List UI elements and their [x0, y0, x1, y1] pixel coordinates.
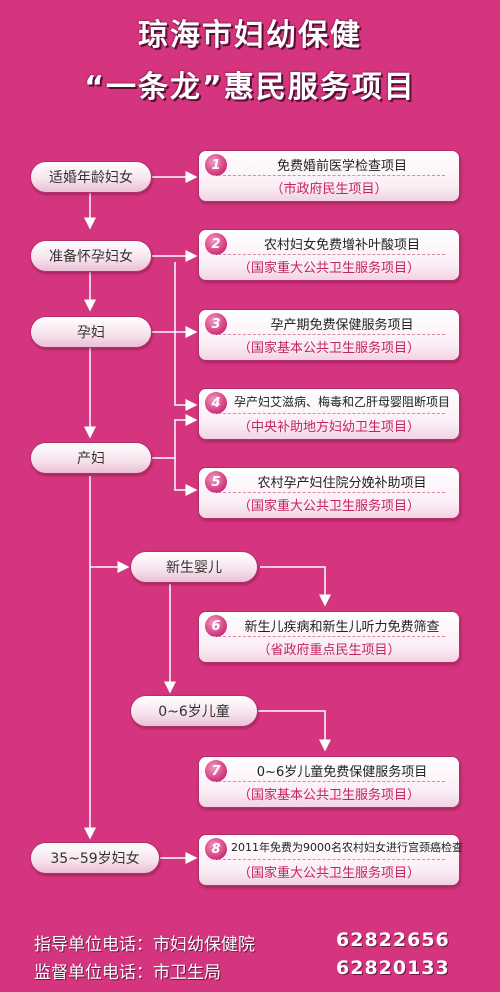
project-box-3: 3 孕产期免费保健服务项目 （国家基本公共卫生服务项目）	[198, 309, 460, 361]
project-box-6: 6 新生儿疾病和新生儿听力免费筛查 （省政府重点民生项目）	[198, 611, 460, 663]
group-women-35-59: 35~59岁妇女	[30, 842, 160, 874]
number-badge: 4	[205, 392, 227, 414]
guide-unit-phone: 62822656	[336, 929, 450, 951]
project-title: 孕产妇艾滋病、梅毒和乙肝母婴阻断项目	[233, 395, 450, 409]
group-pregnant-women: 孕妇	[30, 316, 152, 348]
group-newborn: 新生婴儿	[130, 551, 258, 583]
project-title: 2011年免费为9000名农村妇女进行宫颈癌检查	[231, 841, 463, 854]
number-badge: 3	[205, 313, 227, 335]
page-title-line2: “一条龙”惠民服务项目	[84, 70, 416, 105]
project-title: 免费婚前医学检查项目	[276, 159, 407, 174]
project-box-8: 8 2011年免费为9000名农村妇女进行宫颈癌检查 （国家重大公共卫生服务项目…	[198, 834, 463, 886]
project-title: 农村孕产妇住院分娩补助项目	[257, 476, 427, 491]
project-source: （国家基本公共卫生服务项目）	[199, 781, 459, 803]
project-source: （国家重大公共卫生服务项目）	[199, 254, 459, 276]
project-title: 0~6岁儿童免费保健服务项目	[256, 765, 428, 780]
number-badge: 2	[205, 233, 227, 255]
number-badge: 7	[205, 760, 227, 782]
number-badge: 5	[205, 471, 227, 493]
project-box-4: 4 孕产妇艾滋病、梅毒和乙肝母婴阻断项目 （中央补助地方妇幼卫生项目）	[198, 388, 460, 440]
project-source: （国家重大公共卫生服务项目）	[199, 859, 459, 881]
project-title: 孕产期免费保健服务项目	[270, 318, 414, 333]
group-marriageable-women: 适婚年龄妇女	[30, 161, 152, 193]
project-box-1: 1 免费婚前医学检查项目 （市政府民生项目）	[198, 150, 460, 202]
project-source: （中央补助地方妇幼卫生项目）	[199, 413, 459, 435]
number-badge: 6	[205, 615, 227, 637]
guide-unit-label: 指导单位电话：市妇幼保健院	[34, 935, 255, 955]
project-box-7: 7 0~6岁儿童免费保健服务项目 （国家基本公共卫生服务项目）	[198, 756, 460, 808]
number-badge: 1	[205, 154, 227, 176]
project-source: （国家重大公共卫生服务项目）	[199, 492, 459, 514]
project-title: 新生儿疾病和新生儿听力免费筛查	[244, 620, 440, 635]
project-box-2: 2 农村妇女免费增补叶酸项目 （国家重大公共卫生服务项目）	[198, 229, 460, 281]
page-title-line1: 琼海市妇幼保健	[138, 18, 362, 53]
supervise-unit-phone: 62820133	[336, 957, 450, 979]
project-box-5: 5 农村孕产妇住院分娩补助项目 （国家重大公共卫生服务项目）	[198, 467, 460, 519]
group-preconception-women: 准备怀孕妇女	[30, 240, 152, 272]
supervise-unit-label: 监督单位电话：市卫生局	[34, 963, 221, 983]
project-source: （市政府民生项目）	[199, 175, 459, 197]
project-source: （国家基本公共卫生服务项目）	[199, 334, 459, 356]
group-postpartum-women: 产妇	[30, 442, 152, 474]
project-source: （省政府重点民生项目）	[199, 636, 459, 658]
group-children-0-6: 0~6岁儿童	[130, 695, 258, 727]
project-title: 农村妇女免费增补叶酸项目	[263, 238, 420, 253]
number-badge: 8	[205, 838, 227, 860]
